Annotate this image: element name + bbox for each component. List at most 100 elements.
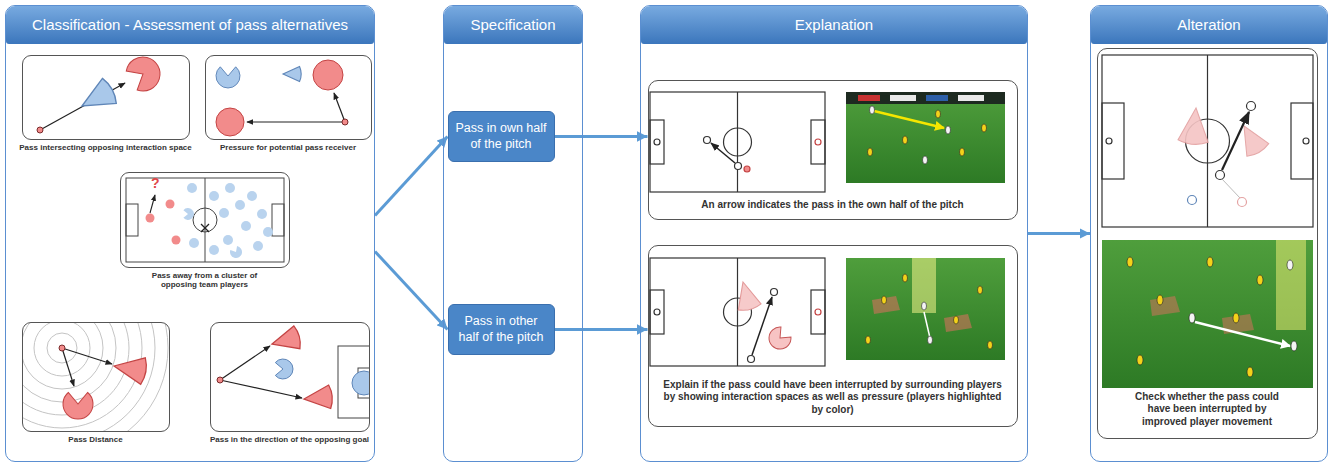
flow-arrow (375, 252, 448, 330)
cluster-pitch-sketch-part (187, 183, 197, 193)
interaction-space-sketch-part (37, 127, 43, 133)
pitch-diagram-part (1178, 107, 1211, 146)
pitch-diagram-part (1222, 179, 1240, 198)
match-photo-part (960, 148, 965, 156)
flow-arrow (1028, 232, 1090, 235)
pitch-diagram-part (1233, 120, 1270, 159)
flow-arrow (555, 328, 648, 331)
match-photo-part (1276, 240, 1306, 330)
pitch-diagram-part (737, 92, 738, 192)
cluster-pitch-sketch-part (253, 241, 263, 251)
cluster-pitch-sketch-part (126, 178, 284, 262)
match-photo-part (846, 92, 1005, 104)
pitch-diagram-part (1222, 112, 1249, 170)
pitch-diagram-part (771, 289, 778, 296)
pitch-diagram (1102, 55, 1313, 227)
cluster-pitch-sketch-part (193, 208, 217, 232)
pitch-half-box: Pass in other half of the pitch (448, 304, 555, 355)
goal-direction-sketch-part (220, 346, 270, 380)
pitch-diagram-part (650, 258, 825, 366)
pitch-half-box: Pass in own half of the pitch (448, 111, 555, 162)
match-photo (846, 258, 1005, 360)
criterion-card: Pressure for potential pass receiver (205, 55, 372, 153)
distance-sketch-part (22, 322, 142, 428)
goal-direction-sketch-part (338, 346, 370, 418)
criterion-card: Pass Distance (22, 322, 170, 445)
cluster-pitch-sketch-part (150, 195, 155, 213)
flow-arrow (555, 135, 648, 138)
pitch-diagram-part (1238, 198, 1247, 207)
criterion-card: Pass intersecting opposing interaction s… (22, 55, 190, 153)
pitch-diagram-part (764, 324, 793, 353)
distance-sketch-part (62, 348, 74, 386)
match-photo-part (946, 126, 951, 134)
distance-sketch-part (22, 322, 168, 432)
cluster-pitch-sketch-part (223, 235, 233, 245)
goal-direction-sketch-part (275, 359, 293, 379)
pitch-half-label: Pass in other half of the pitch (455, 314, 548, 345)
example-card: Check whether the pass could have been i… (1097, 48, 1318, 440)
illustration-frame (22, 322, 170, 432)
match-photo-part (1291, 341, 1297, 351)
pitch-diagram-part (650, 92, 825, 192)
cluster-pitch-sketch-part (183, 208, 194, 220)
pitch-diagram-part (711, 143, 735, 163)
cluster-pitch-sketch-part (235, 200, 245, 210)
pressure-sketch-part (334, 93, 345, 122)
match-photo-part (866, 336, 871, 344)
match-photo-part (926, 95, 948, 101)
criterion-caption: Pass intersecting opposing interaction s… (14, 143, 198, 153)
criterion-card: Pass away from a cluster of opposing tea… (120, 172, 290, 290)
pitch-half-label: Pass in own half of the pitch (455, 121, 548, 152)
pitch-diagram (650, 258, 825, 366)
distance-sketch-part (22, 322, 168, 432)
goal-direction-sketch-part (352, 371, 370, 395)
distance-sketch (0, 242, 168, 454)
panel-heading: Explanation (641, 6, 1027, 44)
cluster-pitch-sketch-part (219, 208, 229, 218)
pitch-diagram-part (1102, 55, 1313, 227)
panel-heading: Alteration (1091, 6, 1327, 44)
pitch-diagram-part (737, 258, 738, 366)
example-caption: Check whether the pass could have been i… (1126, 391, 1289, 429)
cluster-pitch-sketch-part (225, 183, 235, 193)
distance-sketch-part (112, 353, 148, 385)
match-photo-part (1287, 260, 1293, 270)
pressure-sketch-part (216, 108, 244, 136)
match-photo-part (922, 302, 927, 310)
match-photo-part (1137, 355, 1143, 365)
match-photo-part (1195, 322, 1290, 346)
interaction-space-sketch-part (75, 77, 119, 119)
pitch-diagram-part (1291, 103, 1313, 179)
cluster-pitch-sketch-part (209, 191, 219, 201)
match-photo (1102, 240, 1313, 388)
cluster-pitch-sketch-part (209, 245, 219, 255)
goal-direction-sketch (217, 325, 378, 418)
match-photo-part (882, 296, 887, 304)
distance-sketch-part (47, 333, 77, 363)
pitch-diagram-part (650, 290, 664, 334)
mark-symbol: ? (151, 176, 160, 190)
match-photo-part (872, 296, 900, 314)
pitch-diagram-part (1303, 138, 1309, 144)
match-photo-part (978, 286, 983, 294)
illustration-frame (120, 172, 290, 268)
match-photo-part (868, 148, 873, 156)
pitch-diagram-part (811, 290, 825, 334)
match-photo-part (858, 95, 880, 101)
match-photo-part (846, 92, 1005, 183)
cluster-pitch-sketch-part (172, 236, 181, 245)
pitch-diagram-part (650, 120, 664, 164)
pressure-sketch-part (216, 67, 240, 88)
pitch-diagram-part (732, 279, 762, 312)
pitch-diagram-part (735, 163, 742, 170)
match-photo-part (870, 106, 875, 114)
distance-sketch-part (34, 322, 90, 376)
example-card: An arrow indicates the pass in the own h… (648, 80, 1018, 221)
cluster-pitch-sketch-part (241, 221, 251, 231)
cluster-pitch-sketch-part (126, 204, 138, 236)
distance-sketch-part (22, 322, 103, 389)
stage-panel: Classification - Assessment of pass alte… (5, 5, 375, 462)
match-photo-part (936, 110, 941, 118)
pitch-diagram-part (1216, 171, 1225, 180)
